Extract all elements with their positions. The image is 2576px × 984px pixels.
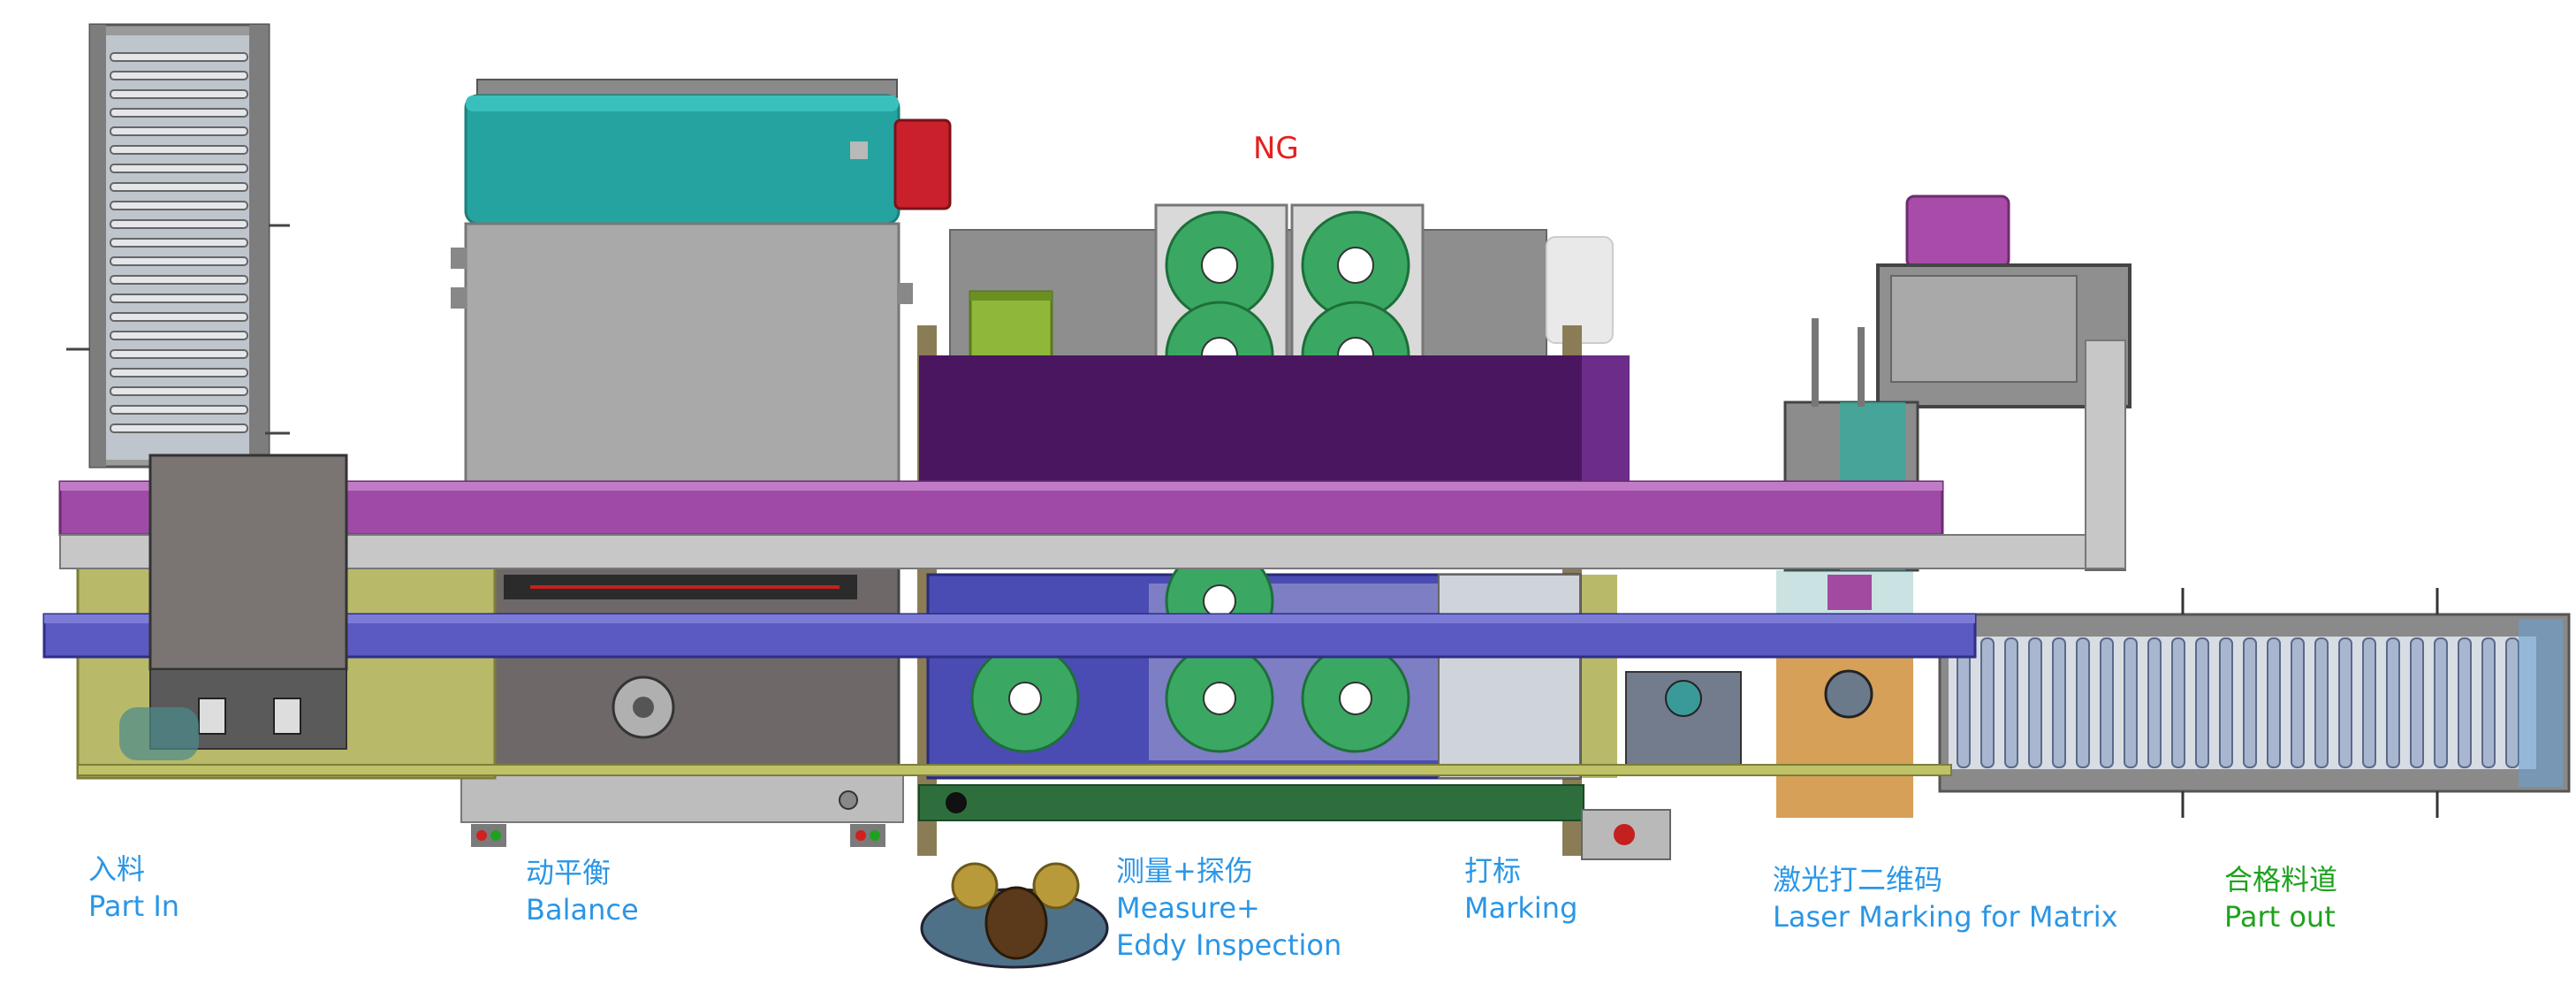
roll-hub xyxy=(1337,247,1374,284)
outfeed-roller xyxy=(2362,637,2376,768)
outfeed-roller xyxy=(2481,637,2496,768)
outfeed-roller xyxy=(2338,637,2352,768)
outfeed-roller xyxy=(2267,637,2281,768)
elevator-roller xyxy=(110,52,248,62)
station-laser-zh: 激光打二维码 xyxy=(1773,863,1943,896)
outfeed-conveyor xyxy=(1938,588,2571,818)
outfeed-roller xyxy=(2052,637,2066,768)
elevator-roller xyxy=(110,294,248,303)
elevator-roller xyxy=(110,312,248,322)
station-balance-en: Balance xyxy=(526,893,639,927)
station-marking-en: Marking xyxy=(1464,891,1578,925)
outfeed-roller xyxy=(2195,637,2209,768)
station-laser-en: Laser Marking for Matrix xyxy=(1773,900,2118,934)
elevator-roller xyxy=(110,275,248,285)
station-part-in: 入料 Part In xyxy=(88,851,179,925)
outfeed-roller xyxy=(2004,637,2018,768)
infeed-gantry xyxy=(119,454,348,760)
elevator-roller xyxy=(110,405,248,415)
station-part-out-zh: 合格料道 xyxy=(2224,863,2338,896)
roll xyxy=(1301,644,1410,753)
outfeed-roller xyxy=(2505,637,2519,768)
outfeed-roller xyxy=(1980,637,1995,768)
elevator-roller xyxy=(110,386,248,396)
elevator-roller xyxy=(110,349,248,359)
elevator-roller xyxy=(110,126,248,136)
elevator-roller xyxy=(110,423,248,433)
outfeed-roller xyxy=(2386,637,2400,768)
outfeed-roller xyxy=(2243,637,2257,768)
roll-hub xyxy=(1203,584,1236,618)
elevator-roller xyxy=(110,256,248,266)
roll-hub xyxy=(1201,247,1238,284)
elevator-roller xyxy=(110,331,248,340)
outfeed-roller xyxy=(2100,637,2114,768)
station-measure-en: Measure+ xyxy=(1116,891,1260,925)
operator-figure xyxy=(920,862,1109,969)
outfeed-roller xyxy=(2458,637,2472,768)
elevator-rollers xyxy=(110,52,248,433)
station-marking: 打标 Marking xyxy=(1464,852,1577,927)
balance-machine xyxy=(451,79,952,847)
station-marking-zh: 打标 xyxy=(1464,854,1522,888)
roll-hub xyxy=(1203,682,1236,715)
station-laser: 激光打二维码 Laser Marking for Matrix xyxy=(1773,861,2118,935)
station-part-in-en: Part In xyxy=(88,889,180,923)
infeed-elevator xyxy=(66,23,290,469)
station-balance-zh: 动平衡 xyxy=(526,856,612,889)
elevator-roller xyxy=(110,89,248,99)
elevator-roller xyxy=(110,145,248,155)
elevator-roller xyxy=(110,201,248,210)
station-part-out: 合格料道 Part out xyxy=(2224,861,2337,935)
marking-station xyxy=(1438,574,1742,860)
station-balance: 动平衡 Balance xyxy=(526,854,639,928)
elevator-roller xyxy=(110,238,248,248)
elevator-roller xyxy=(110,182,248,192)
outfeed-roller xyxy=(2076,637,2090,768)
outfeed-roller xyxy=(2147,637,2162,768)
outfeed-roller xyxy=(2219,637,2233,768)
roll xyxy=(970,644,1080,753)
outfeed-roller xyxy=(2028,637,2042,768)
roll xyxy=(1301,210,1410,320)
roll-hub xyxy=(1008,682,1042,715)
station-part-out-en: Part out xyxy=(2224,900,2336,934)
roll xyxy=(1165,644,1274,753)
elevator-roller xyxy=(110,164,248,173)
outfeed-roller xyxy=(2124,637,2138,768)
station-measure: 测量+探伤 Measure+ Eddy Inspection xyxy=(1116,852,1341,964)
outfeed-rollers xyxy=(1957,637,2519,768)
outfeed-roller xyxy=(2314,637,2329,768)
station-measure-zh: 测量+探伤 xyxy=(1116,854,1253,888)
ng-label: NG xyxy=(1253,131,1299,166)
outfeed-roller xyxy=(2410,637,2424,768)
station-measure-en2: Eddy Inspection xyxy=(1116,928,1342,962)
roll xyxy=(1165,210,1274,320)
outfeed-roller xyxy=(2434,637,2448,768)
elevator-roller xyxy=(110,219,248,229)
outfeed-roller xyxy=(2171,637,2185,768)
elevator-roller xyxy=(110,108,248,118)
outfeed-roller xyxy=(2291,637,2305,768)
elevator-roller xyxy=(110,368,248,378)
elevator-roller xyxy=(110,71,248,80)
station-part-in-zh: 入料 xyxy=(88,852,146,886)
roll-hub xyxy=(1339,682,1372,715)
